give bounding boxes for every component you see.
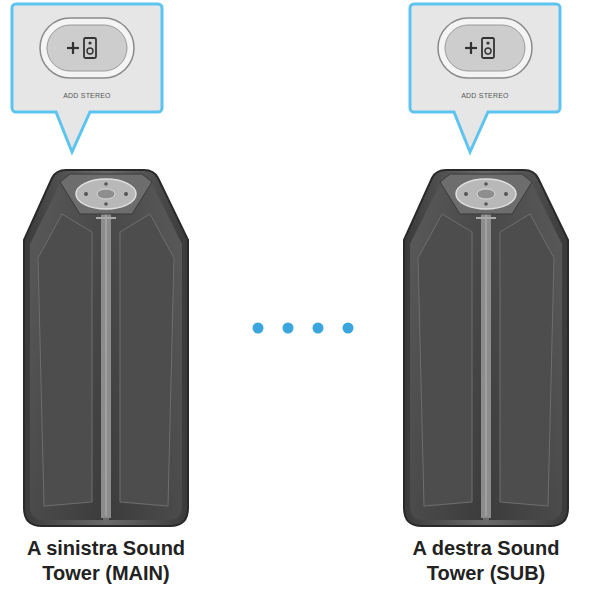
speaker-tower <box>404 170 568 526</box>
speaker-label: A sinistra Sound Tower (MAIN) <box>11 536 201 586</box>
link-dot <box>343 323 354 334</box>
link-dot <box>313 323 324 334</box>
callout-box <box>12 4 162 152</box>
speaker-label: A destra Sound Tower (SUB) <box>391 536 581 586</box>
link-dot <box>283 323 294 334</box>
button-caption: ADD STEREO <box>461 92 509 99</box>
callout-box <box>410 4 560 152</box>
link-dot <box>253 323 264 334</box>
callout-panel: ADD STEREO <box>14 80 160 110</box>
callout-panel: ADD STEREO <box>412 80 558 110</box>
button-caption: ADD STEREO <box>63 92 111 99</box>
speaker-tower <box>24 170 188 526</box>
